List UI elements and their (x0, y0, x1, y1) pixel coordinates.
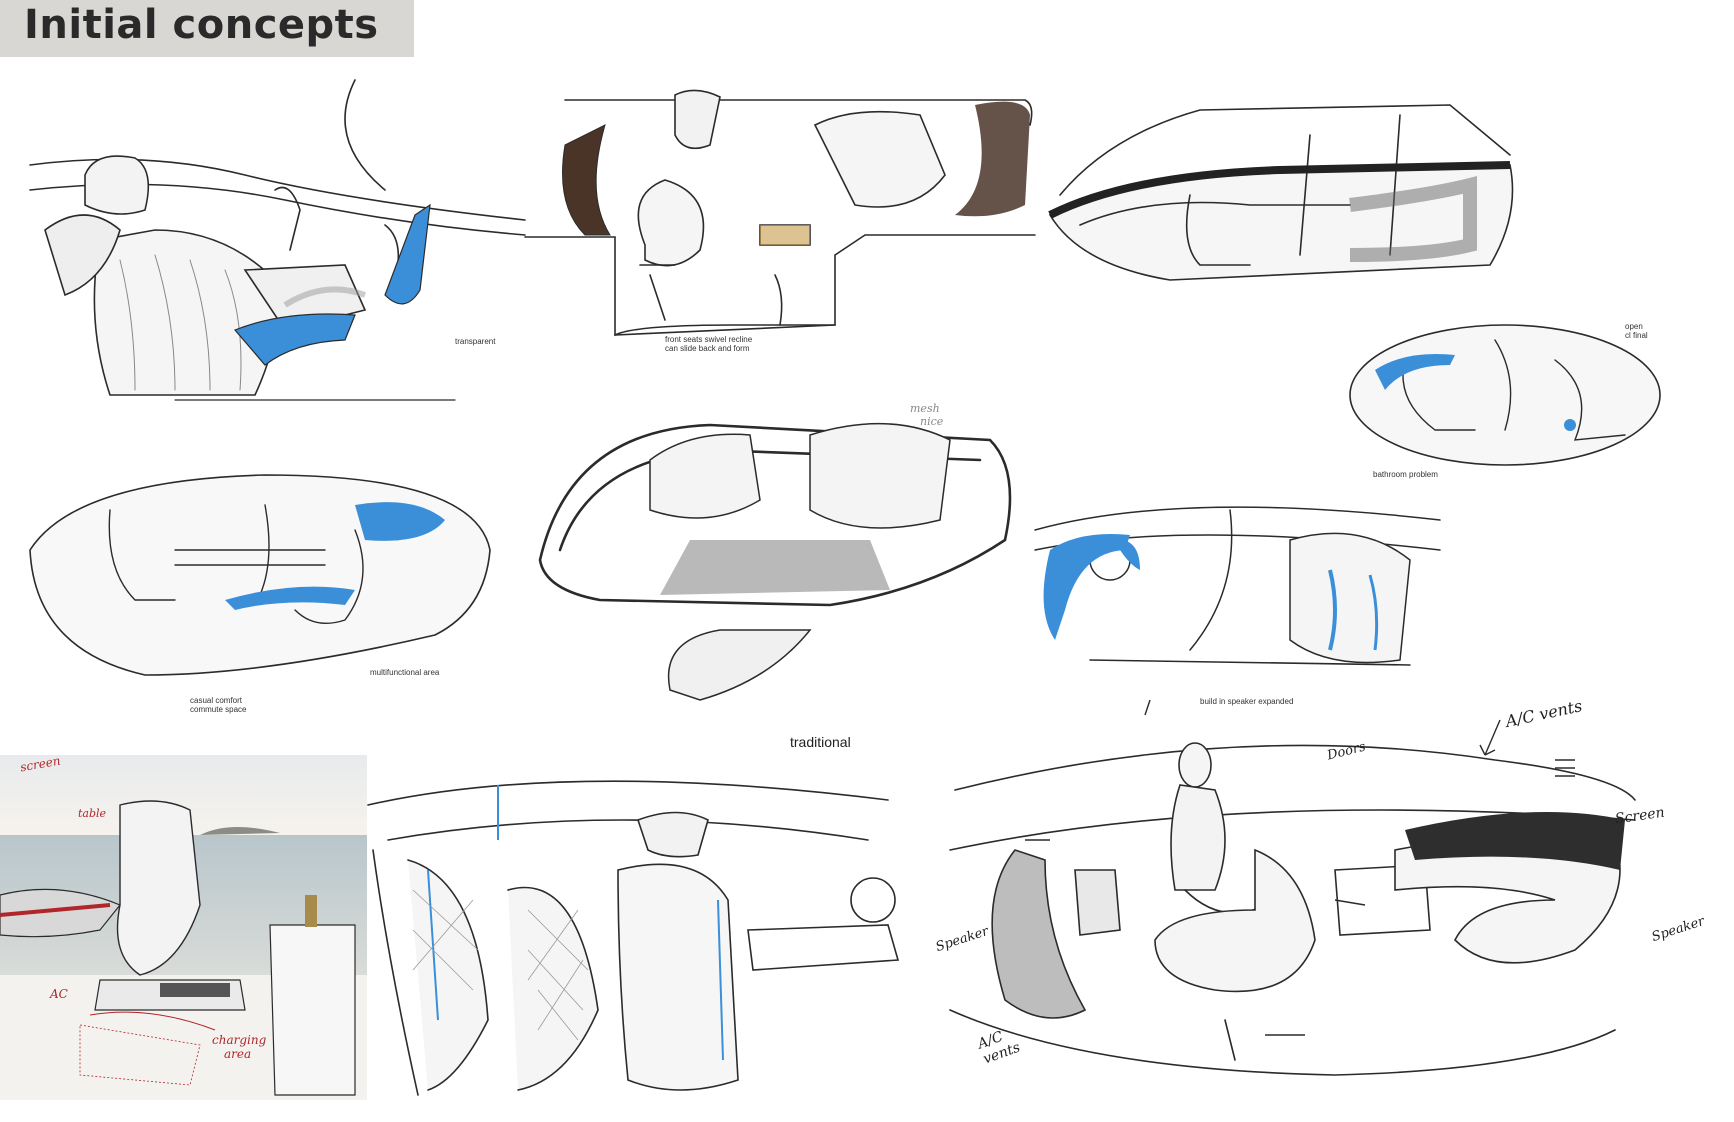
note-open: open cl final (1625, 322, 1648, 340)
note-transparent: transparent (455, 337, 496, 346)
sketch-shell-interior (1048, 95, 1520, 300)
note-front-seats-line2: can slide back and form (665, 344, 750, 353)
photo-note-charging: charging area (212, 1033, 266, 1061)
photo-note-table: table (78, 807, 107, 820)
note-open-line1: open (1625, 322, 1643, 331)
page-title: Initial concepts (24, 2, 379, 48)
note-built-in-speaker: build in speaker expanded (1200, 697, 1294, 706)
photo-beach-concept: screen table AC charging area (0, 755, 367, 1100)
note-casual-line1: casual comfort (190, 696, 243, 705)
photo-note-charging-line1: charging (212, 1033, 267, 1047)
note-front-seats-line1: front seats swivel recline (665, 335, 753, 344)
note-bathroom: bathroom problem (1373, 470, 1438, 479)
photo-note-ac: AC (50, 987, 68, 1001)
sketch-bubble-cabin: open cl final bathroom problem (1345, 320, 1665, 485)
note-mesh-line2: nice (920, 415, 944, 428)
sketch-traditional-cabin: mesh nice traditional (510, 390, 1020, 750)
note-casual-line2: commute space (190, 705, 247, 714)
photo-note-charging-line2: area (224, 1047, 252, 1061)
title-banner: Initial concepts (0, 0, 414, 57)
note-casual: casual comfort commute space (190, 696, 246, 714)
note-open-line2: cl final (1625, 331, 1648, 340)
sketch-luxury-sedan (367, 760, 908, 1100)
note-mesh: mesh nice (910, 402, 943, 428)
note-front-seats: front seats swivel recline can slide bac… (665, 335, 752, 353)
sketch-cutaway-swivel-seats: front seats swivel recline can slide bac… (524, 85, 1036, 360)
sketch-oval-lounge: multifunctional area casual comfort comm… (25, 470, 495, 715)
note-multifunctional: multifunctional area (370, 668, 440, 677)
sketch-lounge-annotated: A/C vents Doors Screen Speaker Speaker A… (934, 696, 1725, 1100)
sketch-blue-steering-cabin: build in speaker expanded (1030, 490, 1450, 706)
sketch-front-seat-blue-dash: transparent (25, 79, 530, 401)
label-traditional: traditional (790, 734, 851, 750)
note-mesh-line1: mesh (910, 402, 940, 415)
